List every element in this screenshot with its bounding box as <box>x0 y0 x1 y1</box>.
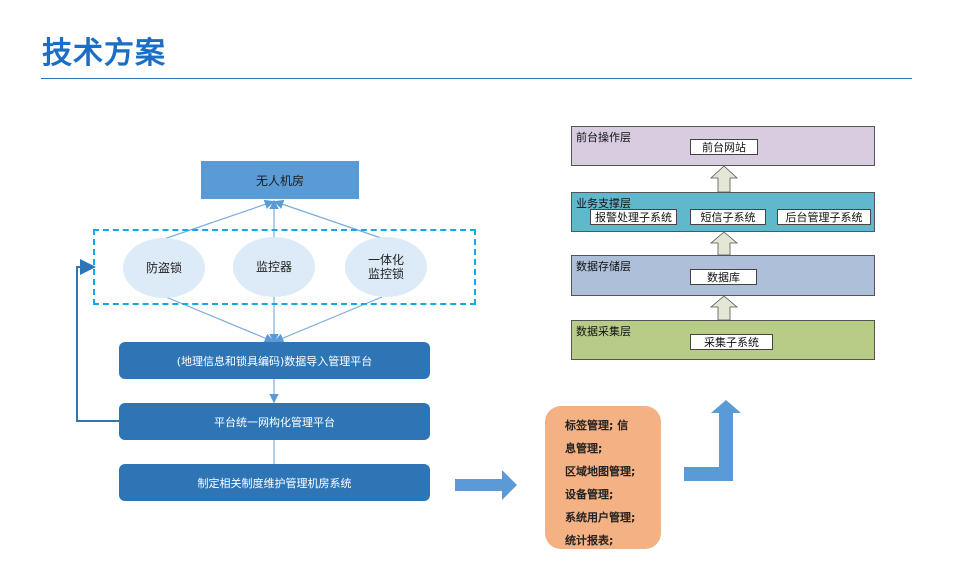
page-title: 技术方案 <box>42 36 166 71</box>
layer-front-operation: 前台操作层 前台网站 <box>571 126 875 166</box>
front-website-box: 前台网站 <box>690 139 758 155</box>
device-integrated-monitor-lock: 一体化 监控锁 <box>345 237 427 297</box>
arrow-lock-to-room <box>163 199 275 240</box>
layer-arrow-icon <box>709 231 739 256</box>
device-monitor: 监控器 <box>233 237 315 297</box>
arrow-integrated-to-room <box>273 199 385 240</box>
device-anti-theft-lock: 防盗锁 <box>123 238 205 298</box>
alarm-subsystem-box: 报警处理子系统 <box>590 209 677 225</box>
data-import-platform-step: (地理信息和锁具编码)数据导入管理平台 <box>119 342 430 379</box>
layer-arrow-icon <box>709 165 739 193</box>
layer-label: 数据采集层 <box>576 325 631 338</box>
function-line: 标签管理; 信 <box>565 419 629 432</box>
function-line: 系统用户管理; <box>565 511 636 524</box>
device-label: 防盗锁 <box>145 261 182 275</box>
maintenance-system-step: 制定相关制度维护管理机房系统 <box>119 464 430 501</box>
device-group <box>93 229 476 305</box>
layer-label: 数据存储层 <box>576 260 631 273</box>
up-turn-arrow-icon <box>684 400 741 481</box>
title-divider <box>41 78 912 79</box>
unmanned-room-node: 无人机房 <box>201 161 359 199</box>
feedback-loop-arrow <box>76 259 119 422</box>
layer-business-support: 业务支撑层 报警处理子系统 短信子系统 后台管理子系统 <box>571 192 875 232</box>
function-line: 设备管理; <box>565 488 614 501</box>
database-box: 数据库 <box>690 269 757 285</box>
unified-management-platform-step: 平台统一网构化管理平台 <box>119 403 430 440</box>
collection-subsystem-box: 采集子系统 <box>690 334 773 350</box>
layer-label: 前台操作层 <box>576 131 631 144</box>
sms-subsystem-box: 短信子系统 <box>690 209 766 225</box>
layer-arrow-icon <box>709 295 739 321</box>
right-arrow-icon <box>455 470 517 500</box>
device-label: 监控器 <box>255 260 292 274</box>
layer-label: 业务支撑层 <box>576 197 631 210</box>
function-line: 统计报表; <box>565 534 614 547</box>
function-line: 区域地图管理; <box>565 465 636 478</box>
backend-subsystem-box: 后台管理子系统 <box>777 209 871 225</box>
device-label-line2: 监控锁 <box>367 267 404 281</box>
function-list-box: 标签管理; 信 息管理; 区域地图管理; 设备管理; 系统用户管理; 统计报表; <box>545 406 661 549</box>
device-label-line1: 一体化 <box>367 253 404 267</box>
layer-data-storage: 数据存储层 数据库 <box>571 255 875 296</box>
function-line: 息管理; <box>565 442 603 455</box>
layer-data-collection: 数据采集层 采集子系统 <box>571 320 875 360</box>
